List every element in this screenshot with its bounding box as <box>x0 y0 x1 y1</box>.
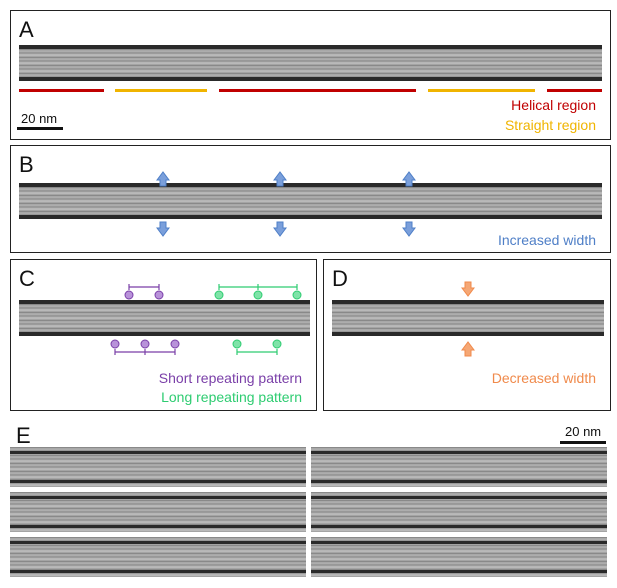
legend-helical-region: Helical region <box>511 97 596 113</box>
panel-b: B Increased width <box>10 145 611 253</box>
scale-bar <box>17 127 63 130</box>
helical-region-bar <box>547 89 602 92</box>
legend-long-repeating-pattern: Long repeating pattern <box>161 389 302 405</box>
panel-e-filament <box>311 492 607 532</box>
increased-width-arrows <box>156 171 416 237</box>
panel-c-label: C <box>19 266 35 291</box>
panel-d-label: D <box>332 266 348 291</box>
panel-d: D Decreased width <box>323 259 611 411</box>
legend-increased-width: Increased width <box>497 232 596 248</box>
panel-a-label: A <box>19 17 34 42</box>
legend-straight-region: Straight region <box>504 117 596 133</box>
scale-bar-label: 20 nm <box>565 424 602 439</box>
panel-a: A 20 nm Helical region Straight region <box>10 10 611 140</box>
panel-d-filament <box>332 300 604 336</box>
legend-decreased-width: Decreased width <box>491 370 596 386</box>
scale-bar-label: 20 nm <box>21 111 58 126</box>
panel-b-filament <box>19 183 602 219</box>
straight-region-bar <box>115 89 207 92</box>
repeating-pattern-markers <box>110 284 302 355</box>
panel-e-filament <box>311 537 607 577</box>
panel-c: C Short repeating pattern Long repeating… <box>10 259 317 411</box>
helical-region-bar <box>19 89 104 92</box>
legend-short-repeating-pattern: Short repeating pattern <box>158 370 302 386</box>
scale-bar <box>560 441 606 444</box>
panel-e-label: E <box>16 423 31 448</box>
panel-e-filament <box>10 447 306 487</box>
panel-e-filament <box>311 447 607 487</box>
decreased-width-arrows <box>461 281 475 357</box>
panel-a-filament <box>19 45 602 81</box>
panel-e-filament <box>10 492 306 532</box>
helical-region-bar <box>219 89 416 92</box>
panel-c-filament <box>19 300 310 336</box>
panel-b-label: B <box>19 152 34 177</box>
panel-e-filament <box>10 537 306 577</box>
straight-region-bar <box>428 89 535 92</box>
